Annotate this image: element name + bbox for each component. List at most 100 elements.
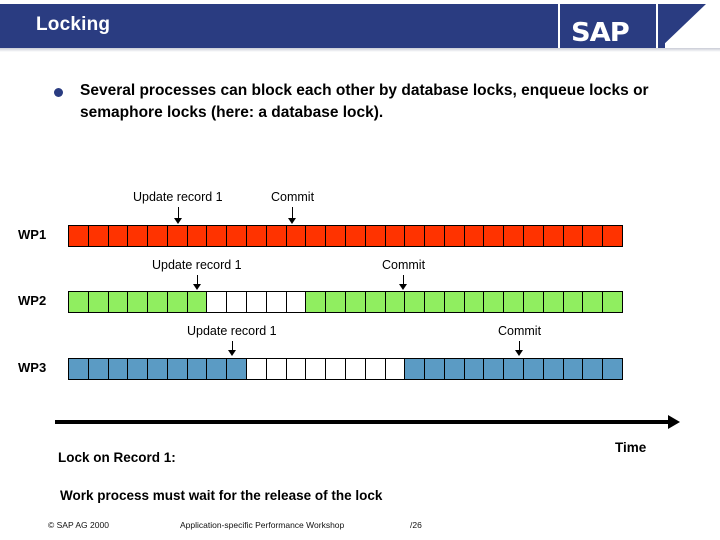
timeline-cell [583,292,604,312]
timeline-cell [167,292,188,312]
annotation-label: Update record 1 [187,324,277,338]
timeline-cell [563,359,584,379]
timeline-cell [345,292,366,312]
timeline-cell [207,292,228,312]
time-axis-arrowhead-icon [668,415,680,429]
timeline-cell [128,359,149,379]
timeline-cell [187,226,208,246]
bullet-dot-icon [54,88,63,97]
timeline-cell [603,226,622,246]
annotation-arrow-icon [192,275,202,290]
timeline-cell [365,292,386,312]
annotation-arrow-icon [173,207,183,224]
timeline-cell [326,359,346,379]
timeline-cell [128,292,149,312]
timeline-cell [345,226,366,246]
timeline-cell [543,292,564,312]
timeline-cell [187,359,208,379]
timeline-cell [207,226,228,246]
timeline-cell [484,292,505,312]
timeline-cell [385,226,406,246]
timeline-cell [365,359,386,379]
slide-footer: © SAP AG 2000 Application-specific Perfo… [0,520,720,540]
timeline-cell [326,226,346,246]
timeline-cell [227,226,248,246]
timeline-cell [504,226,524,246]
timeline-cell [227,292,248,312]
timeline-cell [523,226,544,246]
timeline-cell [148,226,168,246]
header-band-right [560,4,665,48]
annotation-label: Commit [271,190,315,204]
timeline-cell [207,359,228,379]
timeline-cell [523,359,544,379]
timeline-cell [286,226,307,246]
timeline-cell [425,226,445,246]
timeline-cell [266,292,287,312]
wait-caption: Work process must wait for the release o… [60,488,383,503]
row-label-wp1: WP1 [18,227,47,242]
timeline-cell [286,292,307,312]
timeline-cell [385,292,406,312]
time-axis [55,415,680,429]
timeline-cell [306,226,327,246]
timeline-cell [148,359,168,379]
timeline-cell [583,359,604,379]
timeline-cell [286,359,307,379]
header-shadow [0,48,720,52]
timeline-cell [128,226,149,246]
footer-page-number: /26 [410,520,422,530]
annotation-arrow-icon [514,341,524,356]
bullet-item: Several processes can block each other b… [48,80,688,124]
row-label-wp3: WP3 [18,360,47,375]
timeline-cell [148,292,168,312]
time-axis-line [55,420,669,424]
annotation-label: Update record 1 [152,258,242,272]
annotation-label: Commit [498,324,542,338]
timeline-bar-wp2 [68,291,623,313]
timeline-cell [583,226,604,246]
timeline-cell [563,226,584,246]
sap-logo: SAP [571,18,630,48]
timeline-bar-wp1 [68,225,623,247]
timeline-cell [365,226,386,246]
timeline-cell [69,359,89,379]
timeline-cell [227,359,248,379]
annotation-arrow-icon [398,275,408,290]
timeline-cell [504,359,524,379]
timeline-bar-wp3 [68,358,623,380]
timeline-cell [543,359,564,379]
annotation-label: Update record 1 [133,190,223,204]
page-title: Locking [36,14,111,35]
header-separator-1 [558,4,560,48]
time-axis-label: Time [615,440,647,455]
timeline-cell [108,226,129,246]
timeline-cell [444,359,465,379]
timeline-cell [444,226,465,246]
timeline-cell [247,292,267,312]
timeline-cell [405,226,426,246]
lock-caption: Lock on Record 1: [58,450,176,465]
slide-header: Locking SAP [0,0,720,56]
timeline-cell [88,292,109,312]
timeline-cell [523,292,544,312]
timeline-cell [167,359,188,379]
row-label-wp2: WP2 [18,293,47,308]
timeline-cell [247,359,267,379]
footer-copyright: © SAP AG 2000 [48,520,109,530]
timeline-cell [405,359,426,379]
annotation-label: Commit [382,258,426,272]
annotation-arrow-icon [287,207,297,224]
timeline-cell [563,292,584,312]
timeline-cell [444,292,465,312]
timeline-cell [425,359,445,379]
bullet-text: Several processes can block each other b… [80,82,649,121]
timeline-cell [543,226,564,246]
timeline-cell [306,292,327,312]
timeline-cell [69,226,89,246]
timeline-cell [187,292,208,312]
timeline-cell [345,359,366,379]
timeline-cell [247,226,267,246]
